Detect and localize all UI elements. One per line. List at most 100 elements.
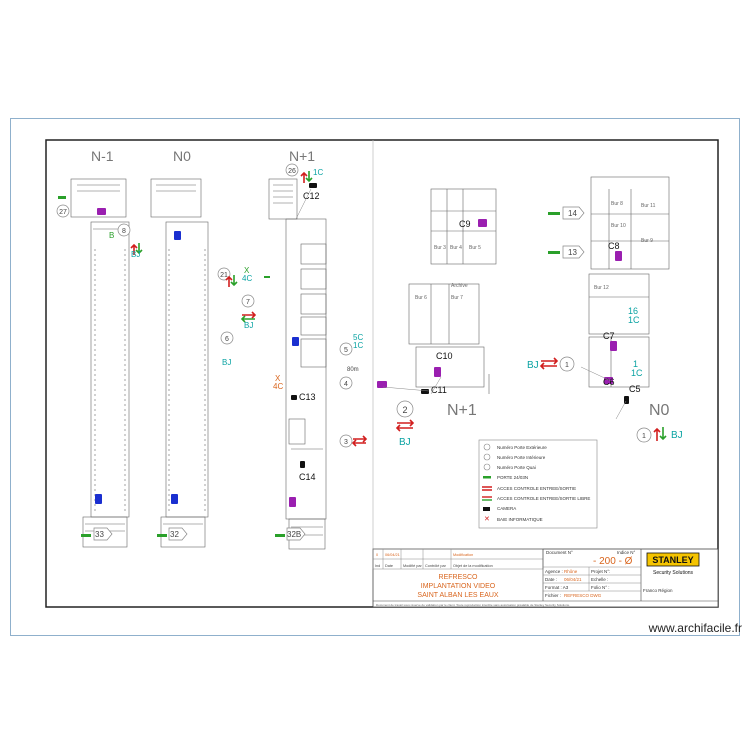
projet-label: Projet N°: [591, 569, 610, 574]
tag-x-2: X [275, 374, 281, 383]
tag-dim: 80m [347, 367, 359, 373]
camera-icon [171, 494, 178, 504]
camera-label-c10: C10 [436, 351, 453, 361]
camera-label-c13: C13 [299, 392, 316, 402]
marker-3: 3 [344, 439, 348, 446]
doc-number: - 200 - Ø [593, 556, 633, 567]
camera-label-c12: C12 [303, 191, 320, 201]
office-bur3: Bur 3 [434, 245, 446, 251]
watermark: www.archifacile.fr [648, 621, 742, 635]
marker-26: 26 [288, 168, 296, 175]
marker-1b: 1 [642, 433, 646, 440]
date-label: Date : [545, 577, 557, 582]
camera-label-c6: C6 [603, 377, 615, 387]
camera-icon [292, 337, 299, 346]
legend-item-5: ACCES CONTROLE ENTREE/SORTIE LIBRE [497, 496, 590, 501]
legend-item-7: BAIE INFORMATIQUE [497, 517, 543, 522]
marker-27: 27 [59, 209, 67, 216]
level-title-n+1: N+1 [289, 148, 315, 164]
agence-label: Agence : [545, 569, 563, 574]
tag-b: B [109, 231, 114, 240]
legend-item-2: Numéro Porte Quai [497, 465, 536, 470]
camera-icon [434, 367, 441, 377]
camera-icon [610, 341, 617, 351]
camera-icon [478, 219, 487, 227]
camera-label-c8: C8 [608, 241, 620, 251]
project-line-2: IMPLANTATION VIDEO [421, 583, 496, 590]
camera-icon [174, 231, 181, 240]
marker-6: 6 [225, 336, 229, 343]
marker-8: 8 [122, 228, 126, 235]
tag-1: 1 [633, 359, 638, 369]
marker-32: 32 [170, 530, 179, 539]
tag-bj-1: BJ [131, 250, 140, 259]
office-labels: Bur 3 Bur 4 Bur 5 Bur 6 Bur 7 Bur 8 Bur … [415, 201, 656, 301]
level-title-right-n0: N0 [649, 402, 670, 419]
office-bur9: Bur 9 [641, 238, 653, 244]
agence-value: Rhône [564, 569, 578, 574]
date-value: 06/04/21 [564, 577, 582, 582]
porte-bars [58, 196, 560, 537]
rev-col-4: Objet de la modification [453, 564, 493, 568]
legend-item-4: ACCES CONTROLE ENTREE/SORTIE [497, 486, 576, 491]
rev-row-0: 0 [376, 553, 378, 557]
tag-bj-4: BJ [399, 437, 411, 448]
region-label: Franco Région [643, 588, 673, 593]
tag-bj-6: BJ [671, 430, 683, 441]
drawing-sheet: N-1 N0 N+1 N+1 N0 [10, 118, 740, 636]
marker-7: 7 [246, 299, 250, 306]
level-title-right-n+1: N+1 [447, 402, 477, 419]
tag-3c: 1C [313, 168, 323, 177]
office-bur7: Bur 7 [451, 295, 463, 301]
building-right-n0 [588, 176, 670, 388]
fichier-label: Fichier : [545, 593, 561, 598]
marker-1a: 1 [565, 362, 569, 369]
project-line-3: SAINT ALBAN LES EAUX [417, 592, 499, 599]
marker-14: 14 [568, 209, 577, 218]
tag-4c-2: 4C [273, 382, 283, 391]
doc-label: Document N° [546, 550, 573, 555]
camera-icon [291, 395, 297, 400]
marker-13: 13 [568, 248, 577, 257]
tag-bj-5: BJ [527, 360, 539, 371]
legend-box [478, 439, 598, 529]
office-bur12: Bur 12 [594, 285, 609, 291]
fichier-value: REFRESCO DWG [564, 593, 602, 598]
camera-icon [95, 494, 102, 504]
camera-icon [300, 461, 305, 468]
camera-icon [377, 381, 387, 388]
office-bur10: Bur 10 [611, 223, 626, 229]
format-label: Format : A3 [545, 585, 569, 590]
door-markers [56, 163, 652, 448]
legend-baie-icon: ✕ [484, 516, 490, 523]
camera-labels: C5 C6 C7 C8 C9 C10 C11 C12 C13 C14 [299, 191, 641, 482]
access-arrows-icon [130, 171, 667, 447]
camera-label-c14: C14 [299, 472, 316, 482]
office-archive: Archive [451, 283, 468, 289]
tag-16: 16 [628, 306, 638, 316]
brand-name: STANLEY [652, 555, 693, 565]
tag-bj-3: BJ [222, 358, 231, 367]
camera-label-c5: C5 [629, 384, 641, 394]
office-bur6: Bur 6 [415, 295, 427, 301]
building-right-n+1 [408, 188, 497, 394]
building-n+1 [268, 178, 327, 550]
rev-col-3: Contrôlé par [425, 564, 447, 568]
door-marker-labels: 27 8 21 26 7 6 5 4 3 2 1 1 [59, 168, 646, 446]
camera-icon [289, 497, 296, 507]
camera-label-c11: C11 [431, 385, 447, 395]
legend-item-6: CAMERA [497, 506, 516, 511]
tag-bj-2: BJ [244, 321, 253, 330]
camera-label-c9: C9 [459, 219, 471, 229]
rev-col-2: Modifié par [403, 564, 423, 568]
tag-1c-b: 1C [628, 315, 640, 325]
legend-camera-icon [483, 507, 490, 511]
legend-item-1: Numéro Porte Intérieure [497, 455, 546, 460]
camera-icon [421, 389, 429, 394]
legend-access-icon [482, 486, 492, 491]
quai-marker-labels: 33 32 32B 14 13 [95, 209, 577, 539]
rev-col-0: Ind [375, 564, 380, 568]
tag-5c: 5C [353, 333, 363, 342]
camera-view-lines [295, 188, 627, 420]
tag-x-1: X [244, 266, 250, 275]
